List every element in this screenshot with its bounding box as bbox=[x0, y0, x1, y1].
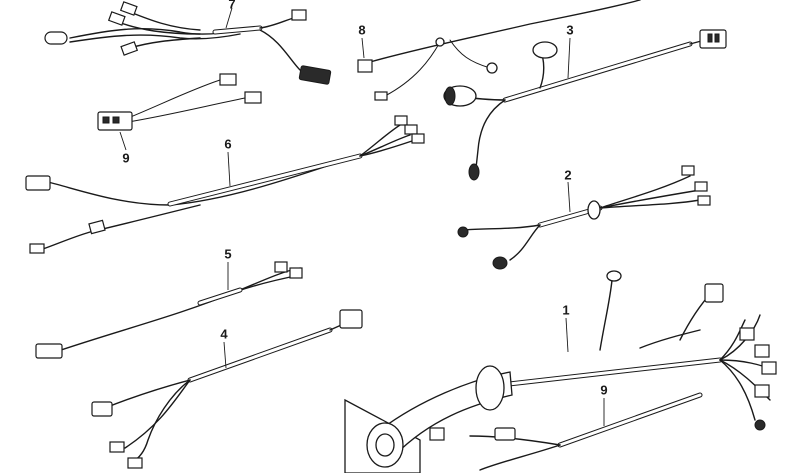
harness-6 bbox=[25, 115, 425, 254]
connector-5-plug bbox=[35, 343, 63, 359]
connector-7-e bbox=[298, 65, 332, 85]
connector-9-a bbox=[219, 73, 237, 86]
harness-9-bottom bbox=[429, 392, 703, 471]
callout-9-bottom: 9 bbox=[600, 382, 608, 398]
connector-3-block bbox=[699, 29, 727, 49]
connector-6-term bbox=[29, 243, 45, 254]
callout-9-small: 9 bbox=[122, 150, 130, 166]
harness-2 bbox=[457, 165, 711, 270]
connector-8 bbox=[357, 59, 373, 73]
callout-7: 7 bbox=[228, 0, 236, 12]
connector-6-plug bbox=[25, 175, 51, 191]
callout-2: 2 bbox=[564, 167, 572, 183]
callout-1: 1 bbox=[562, 302, 570, 318]
callout-4: 4 bbox=[220, 326, 228, 342]
harness-7 bbox=[44, 1, 332, 85]
connector-7-d bbox=[291, 9, 307, 21]
connector-7-plug bbox=[44, 31, 68, 45]
callout-6: 6 bbox=[224, 136, 232, 152]
harness-8 bbox=[357, 0, 641, 101]
harness-4 bbox=[91, 309, 363, 469]
harness-1 bbox=[344, 270, 777, 473]
connector-9-b bbox=[244, 91, 262, 104]
harness-3 bbox=[443, 29, 727, 181]
connector-7-c bbox=[120, 41, 139, 56]
harness-9-small bbox=[97, 73, 262, 151]
callout-8: 8 bbox=[358, 22, 366, 38]
callout-3: 3 bbox=[566, 22, 574, 38]
callout-5: 5 bbox=[224, 246, 232, 262]
connector-7-b bbox=[107, 11, 126, 26]
harness-5 bbox=[35, 261, 303, 359]
connector-7-a bbox=[119, 1, 138, 16]
connector-4-block bbox=[339, 309, 363, 329]
